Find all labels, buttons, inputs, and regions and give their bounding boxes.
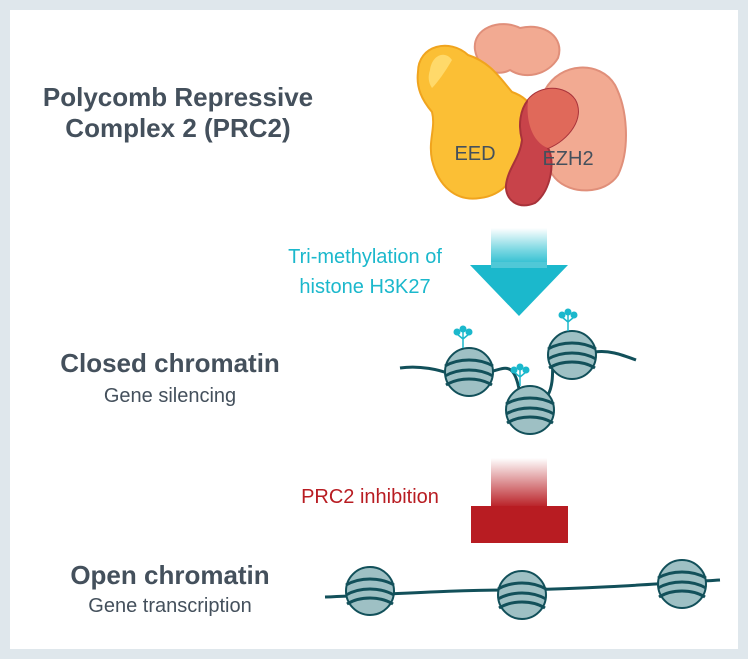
inhibition-label: PRC2 inhibition — [301, 486, 439, 508]
inhibition-symbol — [471, 458, 568, 543]
methylation-line2: histone H3K27 — [299, 276, 431, 298]
nucleosome — [443, 346, 495, 398]
nucleosome — [504, 384, 556, 436]
nucleosome — [546, 329, 598, 381]
ezh2-label: EZH2 — [542, 148, 593, 170]
closed-dna-strand — [399, 350, 637, 396]
methyl-mark — [557, 307, 579, 332]
prc2-complex — [416, 23, 627, 207]
open-chromatin-title: Open chromatin — [70, 560, 270, 590]
closed-chromatin-title: Closed chromatin — [60, 348, 280, 378]
methylation-line1: Tri-methylation of — [288, 246, 442, 268]
eed-highlight — [428, 54, 452, 88]
prc2-title-line2: Complex 2 (PRC2) — [65, 113, 291, 143]
nucleosome — [344, 565, 396, 617]
nucleosome — [496, 569, 548, 621]
prc2-title-line1: Polycomb Repressive — [42, 82, 314, 112]
methylation-arrow — [470, 228, 568, 316]
prc2-title: Polycomb Repressive Complex 2 (PRC2) — [20, 82, 336, 144]
nucleosome — [656, 558, 708, 610]
closed-chromatin-graphic — [399, 307, 637, 436]
top-subunit — [473, 23, 561, 77]
suz12-light — [527, 88, 578, 148]
eed-label: EED — [454, 143, 495, 165]
open-chromatin-subtitle: Gene transcription — [88, 595, 252, 617]
closed-chromatin-subtitle: Gene silencing — [103, 385, 237, 407]
open-chromatin-graphic — [324, 558, 721, 621]
methyl-mark — [452, 324, 474, 349]
methylation-label: Tri-methylation of histone H3K27 — [250, 242, 480, 302]
